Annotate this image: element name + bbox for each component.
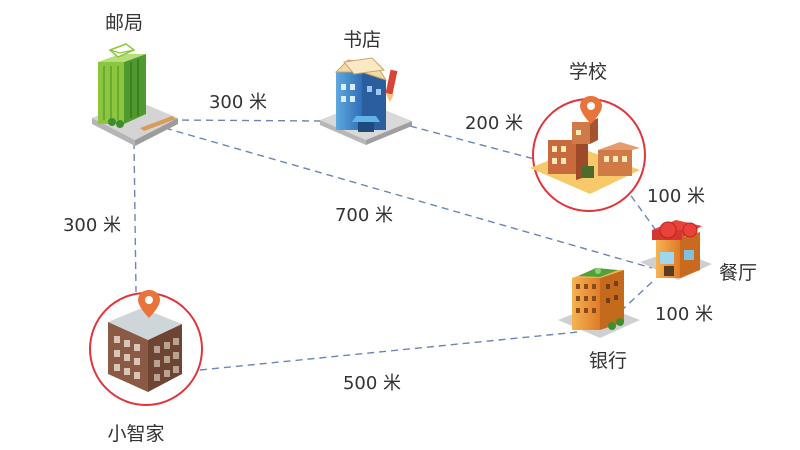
school-location-pin-icon [580,96,602,124]
route-post-bookstore [169,119,323,122]
restaurant-building-icon [640,220,712,280]
distance-bookstore-school: 200 米 [465,113,523,134]
school-building-icon [530,118,640,194]
route-home-bank [199,331,579,371]
routes [133,119,661,371]
home-location-pin-icon [138,290,160,318]
distance-post-restaurant: 700 米 [335,205,393,226]
route-bookstore-school [409,125,539,161]
route-school-restaurant [623,185,661,237]
bookstore-building-icon [320,57,412,145]
place-label-home: 小智家 [107,423,164,445]
place-label-bank: 银行 [589,350,627,372]
place-label-school: 学校 [569,61,607,83]
place-label-bookstore: 书店 [343,29,381,51]
distance-school-restaurant: 100 米 [647,186,705,207]
route-restaurant-bank [621,281,653,311]
place-label-post-office: 邮局 [105,12,143,34]
distance-home-bank: 500 米 [343,373,401,394]
route-post-home [133,141,137,293]
post-office-building-icon [92,43,178,146]
place-label-restaurant: 餐厅 [719,262,757,284]
distance-post-bookstore: 300 米 [209,92,267,113]
distance-post-home: 300 米 [63,215,121,236]
route-post-restaurant [164,127,653,269]
distance-restaurant-bank: 100 米 [655,304,713,325]
bank-building-icon [558,268,640,338]
home-building-icon [108,308,182,392]
